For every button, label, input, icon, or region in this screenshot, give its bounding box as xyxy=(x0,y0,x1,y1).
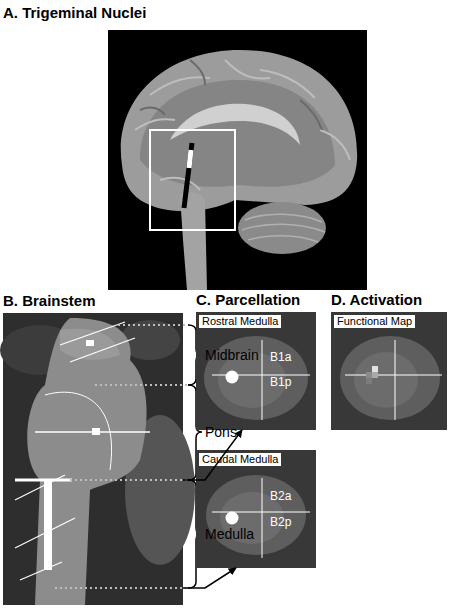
caudal-slice-image-part xyxy=(212,512,310,513)
brainstem-panel: B. Brainstem xyxy=(3,313,183,605)
mri-brainstem-panel-part xyxy=(86,340,94,346)
brain-render-panel-part xyxy=(140,60,322,130)
functional-map-image-part xyxy=(331,312,447,430)
region-label: B1a xyxy=(270,351,291,365)
region-dotted-line-part xyxy=(70,479,190,481)
functional-map-image xyxy=(331,312,447,430)
brain-render-panel-part xyxy=(135,60,350,190)
slice-title: Rostral Medulla xyxy=(199,315,281,328)
region-label: B2a xyxy=(270,490,291,504)
brain-render-panel-part xyxy=(150,130,235,230)
functional-map-image-part xyxy=(345,375,442,376)
brain-render-panel-part xyxy=(238,202,326,254)
caudal-slice-image-part xyxy=(206,475,306,555)
slice-title: Caudal Medulla xyxy=(199,453,281,466)
rostral-slice-image-part xyxy=(226,371,239,384)
map-box: Functional Map xyxy=(331,312,447,430)
slice-box: Caudal MedullaB2aB2p xyxy=(196,450,316,568)
pointer-arrow xyxy=(183,568,236,588)
mri-brainstem-panel-part xyxy=(44,480,52,570)
brain-render-panel-part xyxy=(184,143,192,208)
region-dotted-line-part xyxy=(118,324,190,326)
rostral-slice-image-part xyxy=(196,312,316,430)
panel-heading: A. Trigeminal Nuclei xyxy=(3,4,146,21)
caudal-slice-image-part xyxy=(196,450,316,568)
region-label: B2p xyxy=(270,516,291,530)
region-name: Pons xyxy=(205,424,237,440)
functional-map-image-part xyxy=(340,336,440,420)
mri-brainstem-panel-part xyxy=(15,479,72,482)
brain-render-panel xyxy=(108,30,367,290)
region-dotted-line-part xyxy=(55,587,190,589)
brain-panel: A. Trigeminal Nuclei xyxy=(108,30,367,290)
slice-box: Rostral MedullaB1aB1p xyxy=(196,312,316,430)
brain-render-panel-part xyxy=(189,150,191,168)
mri-brainstem-panel-part xyxy=(92,428,100,435)
panel-heading: D. Activation xyxy=(331,291,422,308)
brain-render-panel-part xyxy=(242,214,325,242)
functional-map-image-part xyxy=(354,352,418,408)
panel-heading: B. Brainstem xyxy=(3,292,96,309)
region-label: B1p xyxy=(270,376,291,390)
brain-render-panel-part xyxy=(108,30,367,290)
region-name: Midbrain xyxy=(205,347,259,363)
rostral-slice-image-part xyxy=(204,336,308,420)
functional-map-image-part xyxy=(372,372,378,378)
mri-brainstem-panel-part xyxy=(45,392,112,470)
mri-brainstem-panel-part xyxy=(15,475,65,500)
mri-brainstem-panel-part xyxy=(15,518,75,548)
region-name: Medulla xyxy=(205,526,254,542)
mri-brainstem-panel-part xyxy=(27,318,146,605)
rostral-slice-image-part xyxy=(262,340,263,420)
rostral-slice-image xyxy=(196,312,316,430)
caudal-slice-image-part xyxy=(226,512,239,525)
mri-brainstem-panel-part xyxy=(60,322,125,345)
panel-heading: C. Parcellation xyxy=(196,291,300,308)
mri-brainstem-panel-part xyxy=(70,338,135,362)
functional-map-image-part xyxy=(366,372,372,378)
mri-brainstem-panel-part xyxy=(20,562,62,580)
caudal-slice-image xyxy=(196,450,316,568)
brain-render-panel-part xyxy=(140,80,335,187)
region-dotted-line-part xyxy=(95,384,190,386)
caudal-slice-image-part xyxy=(262,478,263,558)
mri-brainstem-panel xyxy=(0,313,195,605)
map-title: Functional Map xyxy=(334,315,415,328)
functional-map-image-part xyxy=(395,340,396,420)
functional-map-image-part xyxy=(372,366,378,372)
region-dotted-line xyxy=(55,325,190,588)
functional-map-image-part xyxy=(366,378,372,384)
